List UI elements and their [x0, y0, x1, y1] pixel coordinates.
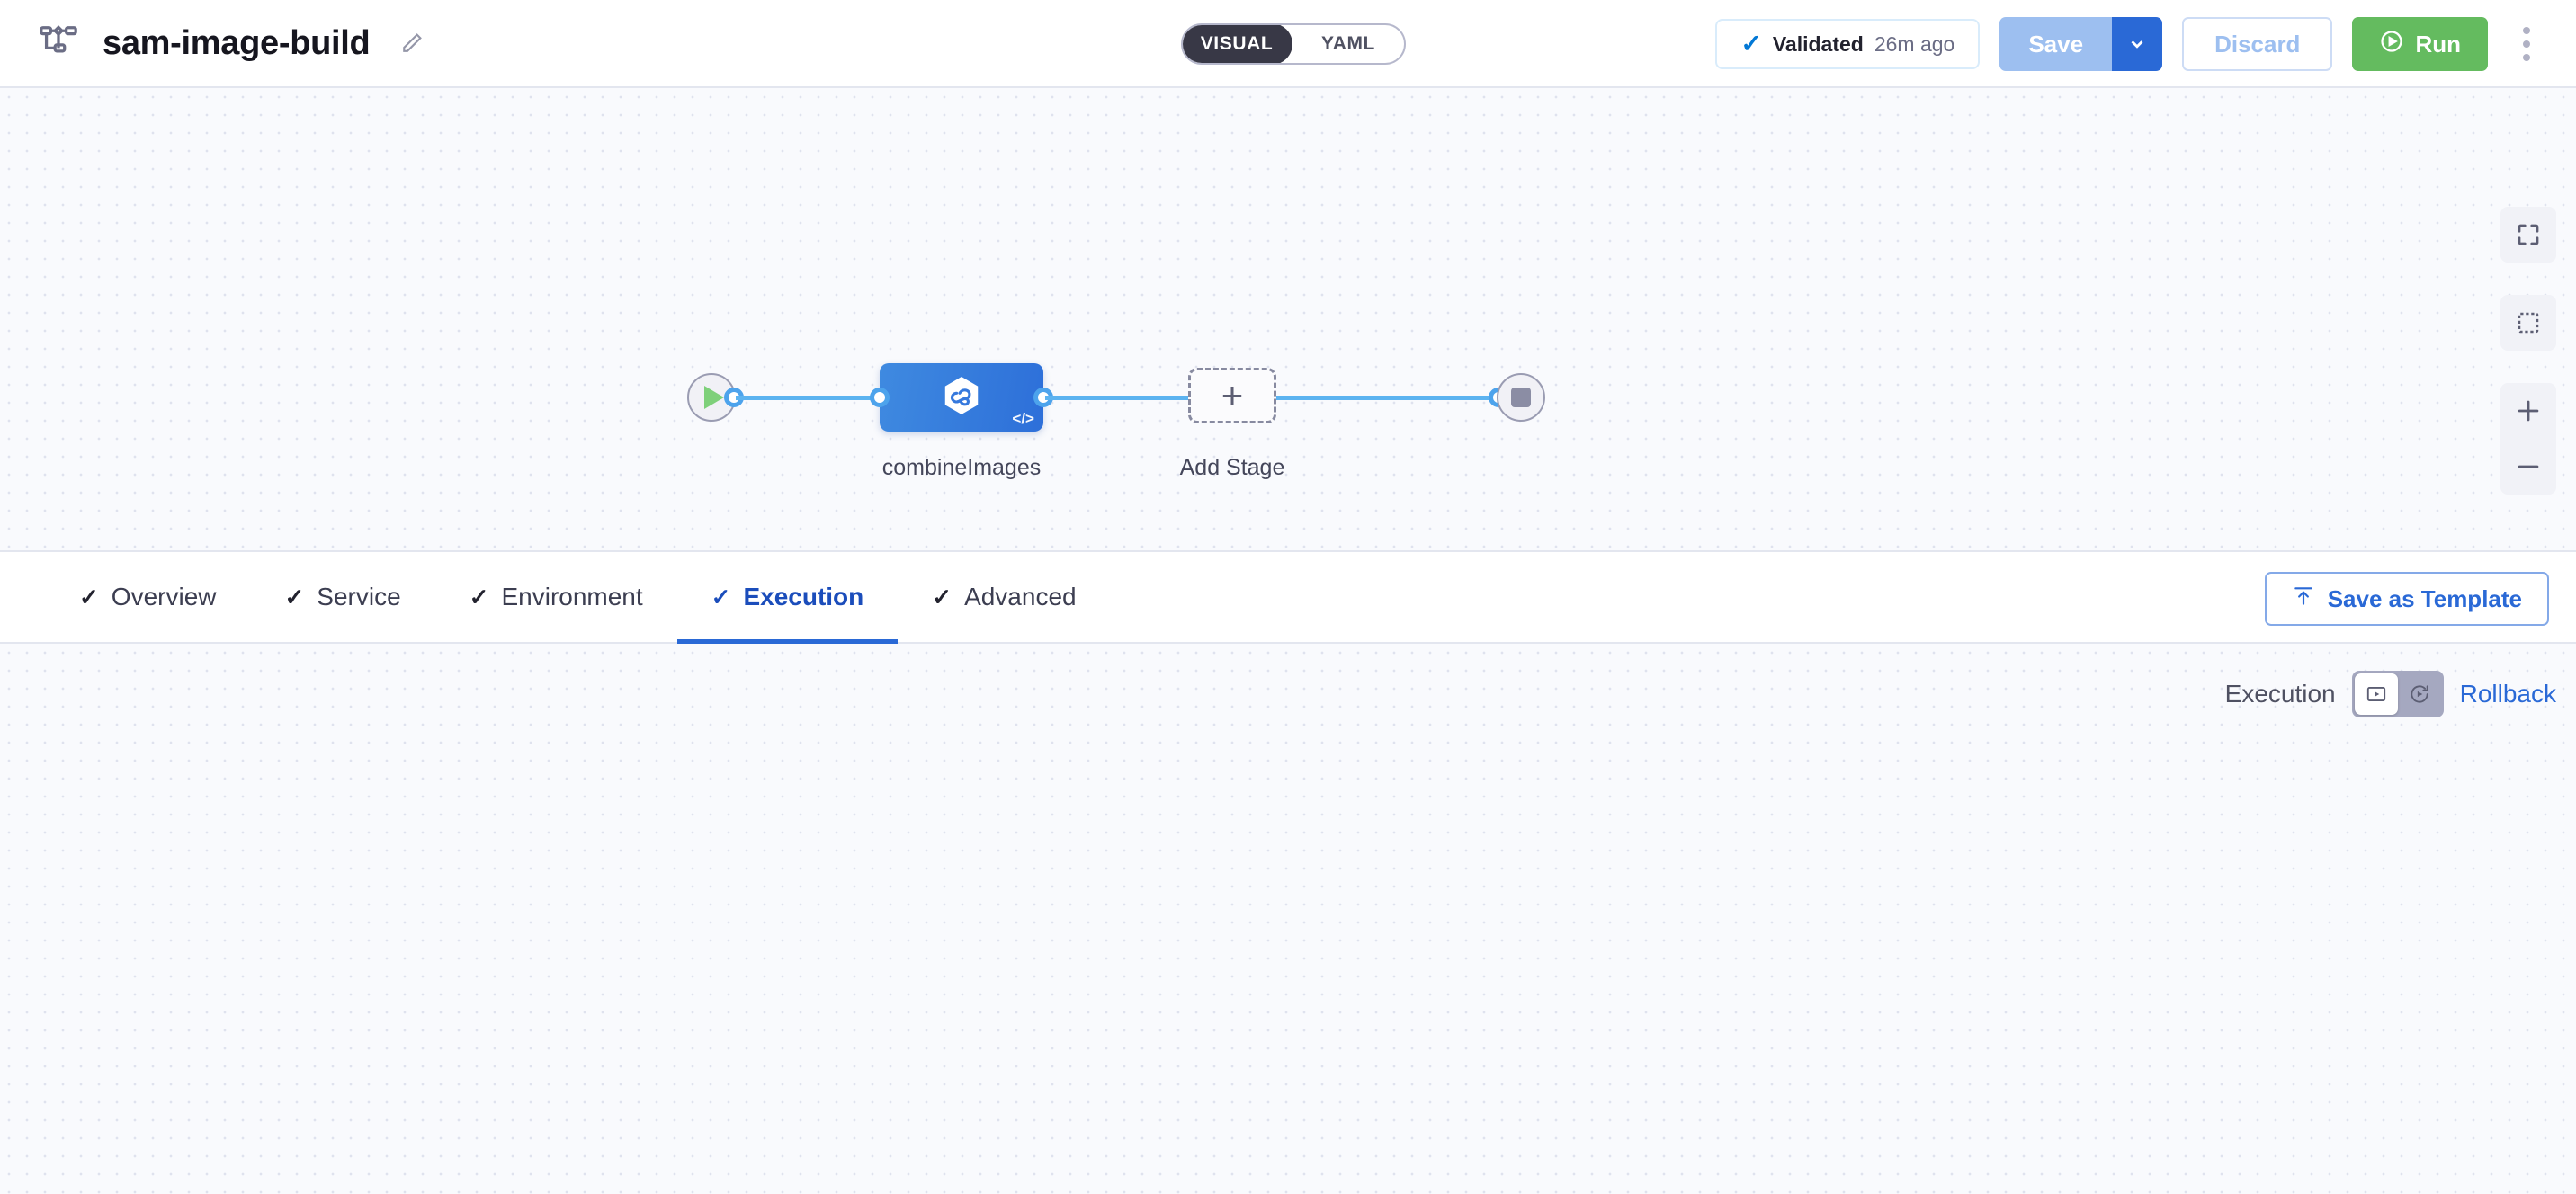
kebab-menu-icon[interactable]: [2508, 17, 2545, 71]
stage-config-tabbar: ✓ Overview ✓ Service ✓ Environment ✓ Exe…: [0, 550, 2576, 646]
save-template-icon: [2292, 584, 2315, 614]
tab-overview[interactable]: ✓ Overview: [45, 550, 251, 644]
add-stage-button[interactable]: +: [1188, 368, 1276, 423]
play-circle-icon: [2379, 29, 2404, 60]
play-box-icon[interactable]: [2354, 673, 2398, 715]
header-right-group: ✓ Validated 26m ago Save Discard Run: [1715, 0, 2545, 88]
pipeline-flow-icon: [38, 22, 79, 64]
chevron-down-icon[interactable]: [2112, 17, 2163, 71]
header-left-group: sam-image-build: [0, 22, 425, 64]
stage-label-combineimages: combineImages: [881, 455, 1042, 480]
save-as-template-label: Save as Template: [2327, 584, 2522, 612]
code-badge-icon: </>: [1012, 410, 1034, 427]
check-icon: ✓: [284, 583, 305, 610]
tab-yaml[interactable]: YAML: [1321, 33, 1375, 54]
plus-icon: +: [1221, 374, 1244, 417]
add-stage-label: Add Stage: [1179, 455, 1285, 480]
save-split-button[interactable]: Save: [1999, 17, 2163, 71]
mode-toggle-track[interactable]: [2351, 671, 2444, 717]
port-stage-in[interactable]: [870, 388, 890, 407]
stop-icon: [1511, 388, 1531, 407]
execution-mode-label[interactable]: Execution: [2224, 680, 2336, 708]
execution-rollback-toggle[interactable]: Execution Rollback: [2225, 671, 2556, 717]
tab-environment[interactable]: ✓ Environment: [435, 550, 677, 644]
check-icon: ✓: [79, 583, 99, 610]
zoom-buttons-stack[interactable]: [2500, 383, 2556, 495]
save-as-template-button[interactable]: Save as Template: [2264, 572, 2549, 626]
stage-canvas[interactable]: </> combineImages + Add Stage: [0, 88, 2576, 550]
tab-list: ✓ Overview ✓ Service ✓ Environment ✓ Exe…: [0, 550, 1111, 646]
edge-start-to-stage: [736, 396, 880, 400]
tab-label: Advanced: [964, 583, 1077, 610]
discard-button[interactable]: Discard: [2182, 17, 2333, 71]
tab-label: Service: [317, 583, 401, 610]
tab-label: Environment: [501, 583, 643, 610]
rollback-rotate-icon[interactable]: [2398, 673, 2441, 715]
fit-screen-icon[interactable]: [2500, 207, 2556, 263]
canvas-zoom-controls[interactable]: [2500, 207, 2556, 495]
view-mode-toggle[interactable]: VISUAL YAML: [1181, 23, 1406, 65]
pencil-icon[interactable]: [398, 30, 425, 57]
zoom-out-button[interactable]: [2500, 439, 2556, 495]
tab-execution[interactable]: ✓ Execution: [676, 550, 899, 646]
execution-canvas[interactable]: Execution Rollback k8s-step-group: [0, 644, 2576, 1194]
edge-stage-to-addstage: [1045, 396, 1189, 400]
validated-label: Validated: [1772, 31, 1864, 56]
app-header: sam-image-build VISUAL YAML ✓ Validated …: [0, 0, 2576, 88]
check-icon: ✓: [1740, 30, 1762, 58]
page-title: sam-image-build: [103, 23, 371, 62]
check-icon: ✓: [711, 583, 731, 610]
save-button[interactable]: Save: [1999, 17, 2113, 71]
edge-addstage-to-end: [1276, 396, 1497, 400]
tab-label: Overview: [111, 583, 217, 610]
tab-service[interactable]: ✓ Service: [251, 550, 435, 644]
zoom-in-button[interactable]: [2500, 383, 2556, 439]
check-icon: ✓: [932, 583, 953, 610]
run-button[interactable]: Run: [2352, 17, 2488, 71]
rollback-mode-label[interactable]: Rollback: [2459, 680, 2556, 708]
play-icon: [704, 386, 724, 409]
status-badge: ✓ Validated 26m ago: [1715, 19, 1981, 69]
tab-advanced[interactable]: ✓ Advanced: [898, 550, 1110, 644]
tab-visual[interactable]: VISUAL: [1183, 25, 1292, 63]
check-icon: ✓: [469, 583, 489, 610]
stage-node-combineimages[interactable]: </>: [880, 363, 1043, 432]
run-label: Run: [2415, 30, 2461, 58]
validated-timestamp: 26m ago: [1874, 31, 1955, 56]
selection-box-icon[interactable]: [2500, 295, 2556, 351]
harness-deployment-hexagon-icon: [937, 373, 986, 422]
pipeline-end-node[interactable]: [1497, 373, 1545, 422]
tab-label: Execution: [743, 583, 864, 610]
